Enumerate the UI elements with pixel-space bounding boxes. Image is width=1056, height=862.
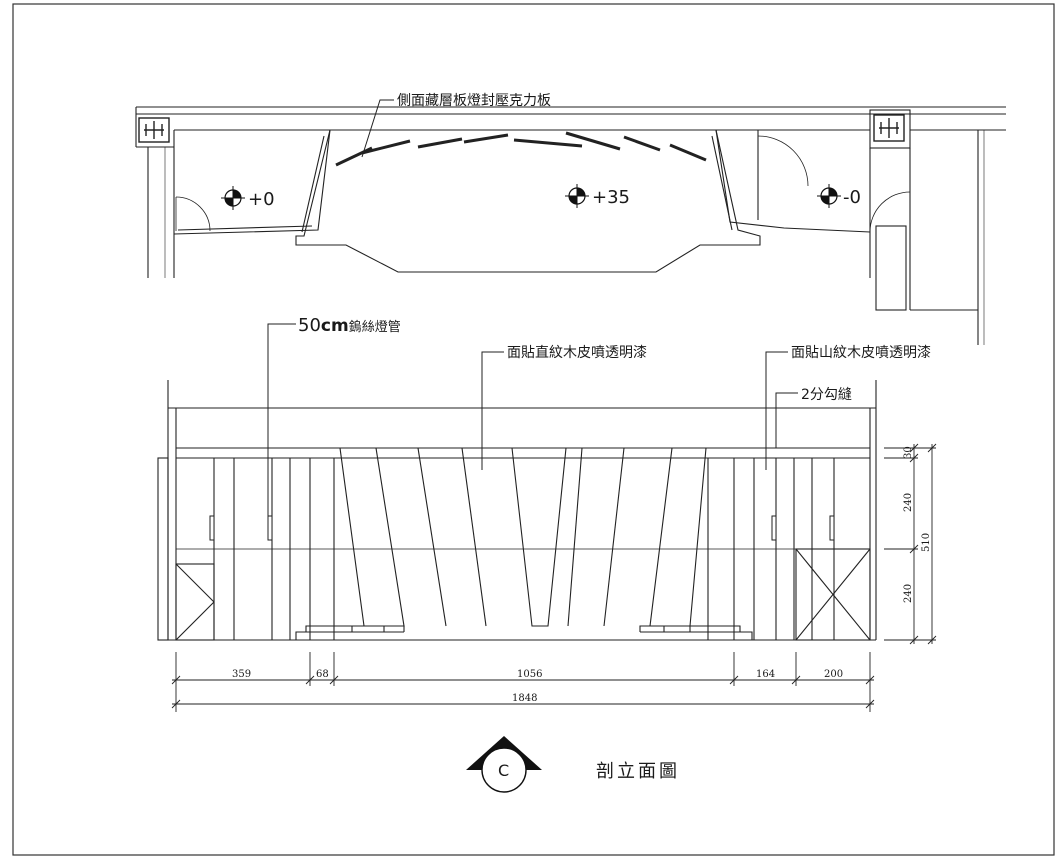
drawing-title: 剖立面圖: [596, 761, 680, 782]
dim-164: 164: [756, 669, 775, 680]
straight-grain-text: 面貼直紋木皮噴透明漆: [507, 344, 647, 361]
dim-240-lower: 240: [903, 584, 914, 603]
sheet-border: [12, 3, 1055, 856]
acrylic-light-slats: [335, 131, 707, 167]
dim-359: 359: [232, 669, 251, 680]
tungsten-tube-fixtures: [209, 515, 835, 541]
dim-30: 30: [903, 446, 914, 459]
level-marker-right: -0: [817, 184, 861, 208]
mountain-grain-leader: [765, 351, 788, 470]
level-marker-center: +35: [565, 184, 630, 208]
pipe-callout-unit: cm: [321, 316, 349, 336]
level-right-text: -0: [843, 187, 861, 208]
straight-grain-leader: [481, 351, 504, 470]
groove-callout-leader: [775, 392, 798, 448]
dim-68: 68: [316, 669, 329, 680]
dim-510: 510: [921, 533, 932, 552]
right-dimension-lines: [884, 443, 937, 645]
column-symbol-left: [138, 117, 170, 143]
pipe-callout-length: 50: [298, 315, 321, 336]
ceiling-plan: [135, 106, 1006, 345]
pipe-callout-text: 50cm鎢絲燈管: [298, 315, 401, 336]
dim-200: 200: [824, 669, 843, 680]
dim-240-upper: 240: [903, 493, 914, 512]
view-marker: C: [466, 736, 542, 793]
column-symbol-right: [873, 114, 905, 142]
bottom-dimension-lines: [171, 652, 875, 712]
level-left-text: +0: [248, 189, 275, 210]
elevation-view: [157, 380, 877, 641]
dim-1056: 1056: [517, 669, 542, 680]
groove-callout-text: 2分勾縫: [801, 387, 852, 403]
level-marker-left: +0: [221, 186, 275, 210]
pipe-callout-leader: [267, 323, 296, 516]
level-center-text: +35: [592, 187, 630, 208]
ceiling-callout-leader: [361, 99, 394, 158]
dim-total: 1848: [512, 693, 537, 704]
pipe-callout-desc: 鎢絲燈管: [349, 319, 401, 335]
view-marker-letter: C: [498, 761, 509, 780]
mountain-grain-text: 面貼山紋木皮噴透明漆: [791, 345, 931, 361]
ceiling-callout-text: 側面藏層板燈封壓克力板: [397, 93, 551, 109]
